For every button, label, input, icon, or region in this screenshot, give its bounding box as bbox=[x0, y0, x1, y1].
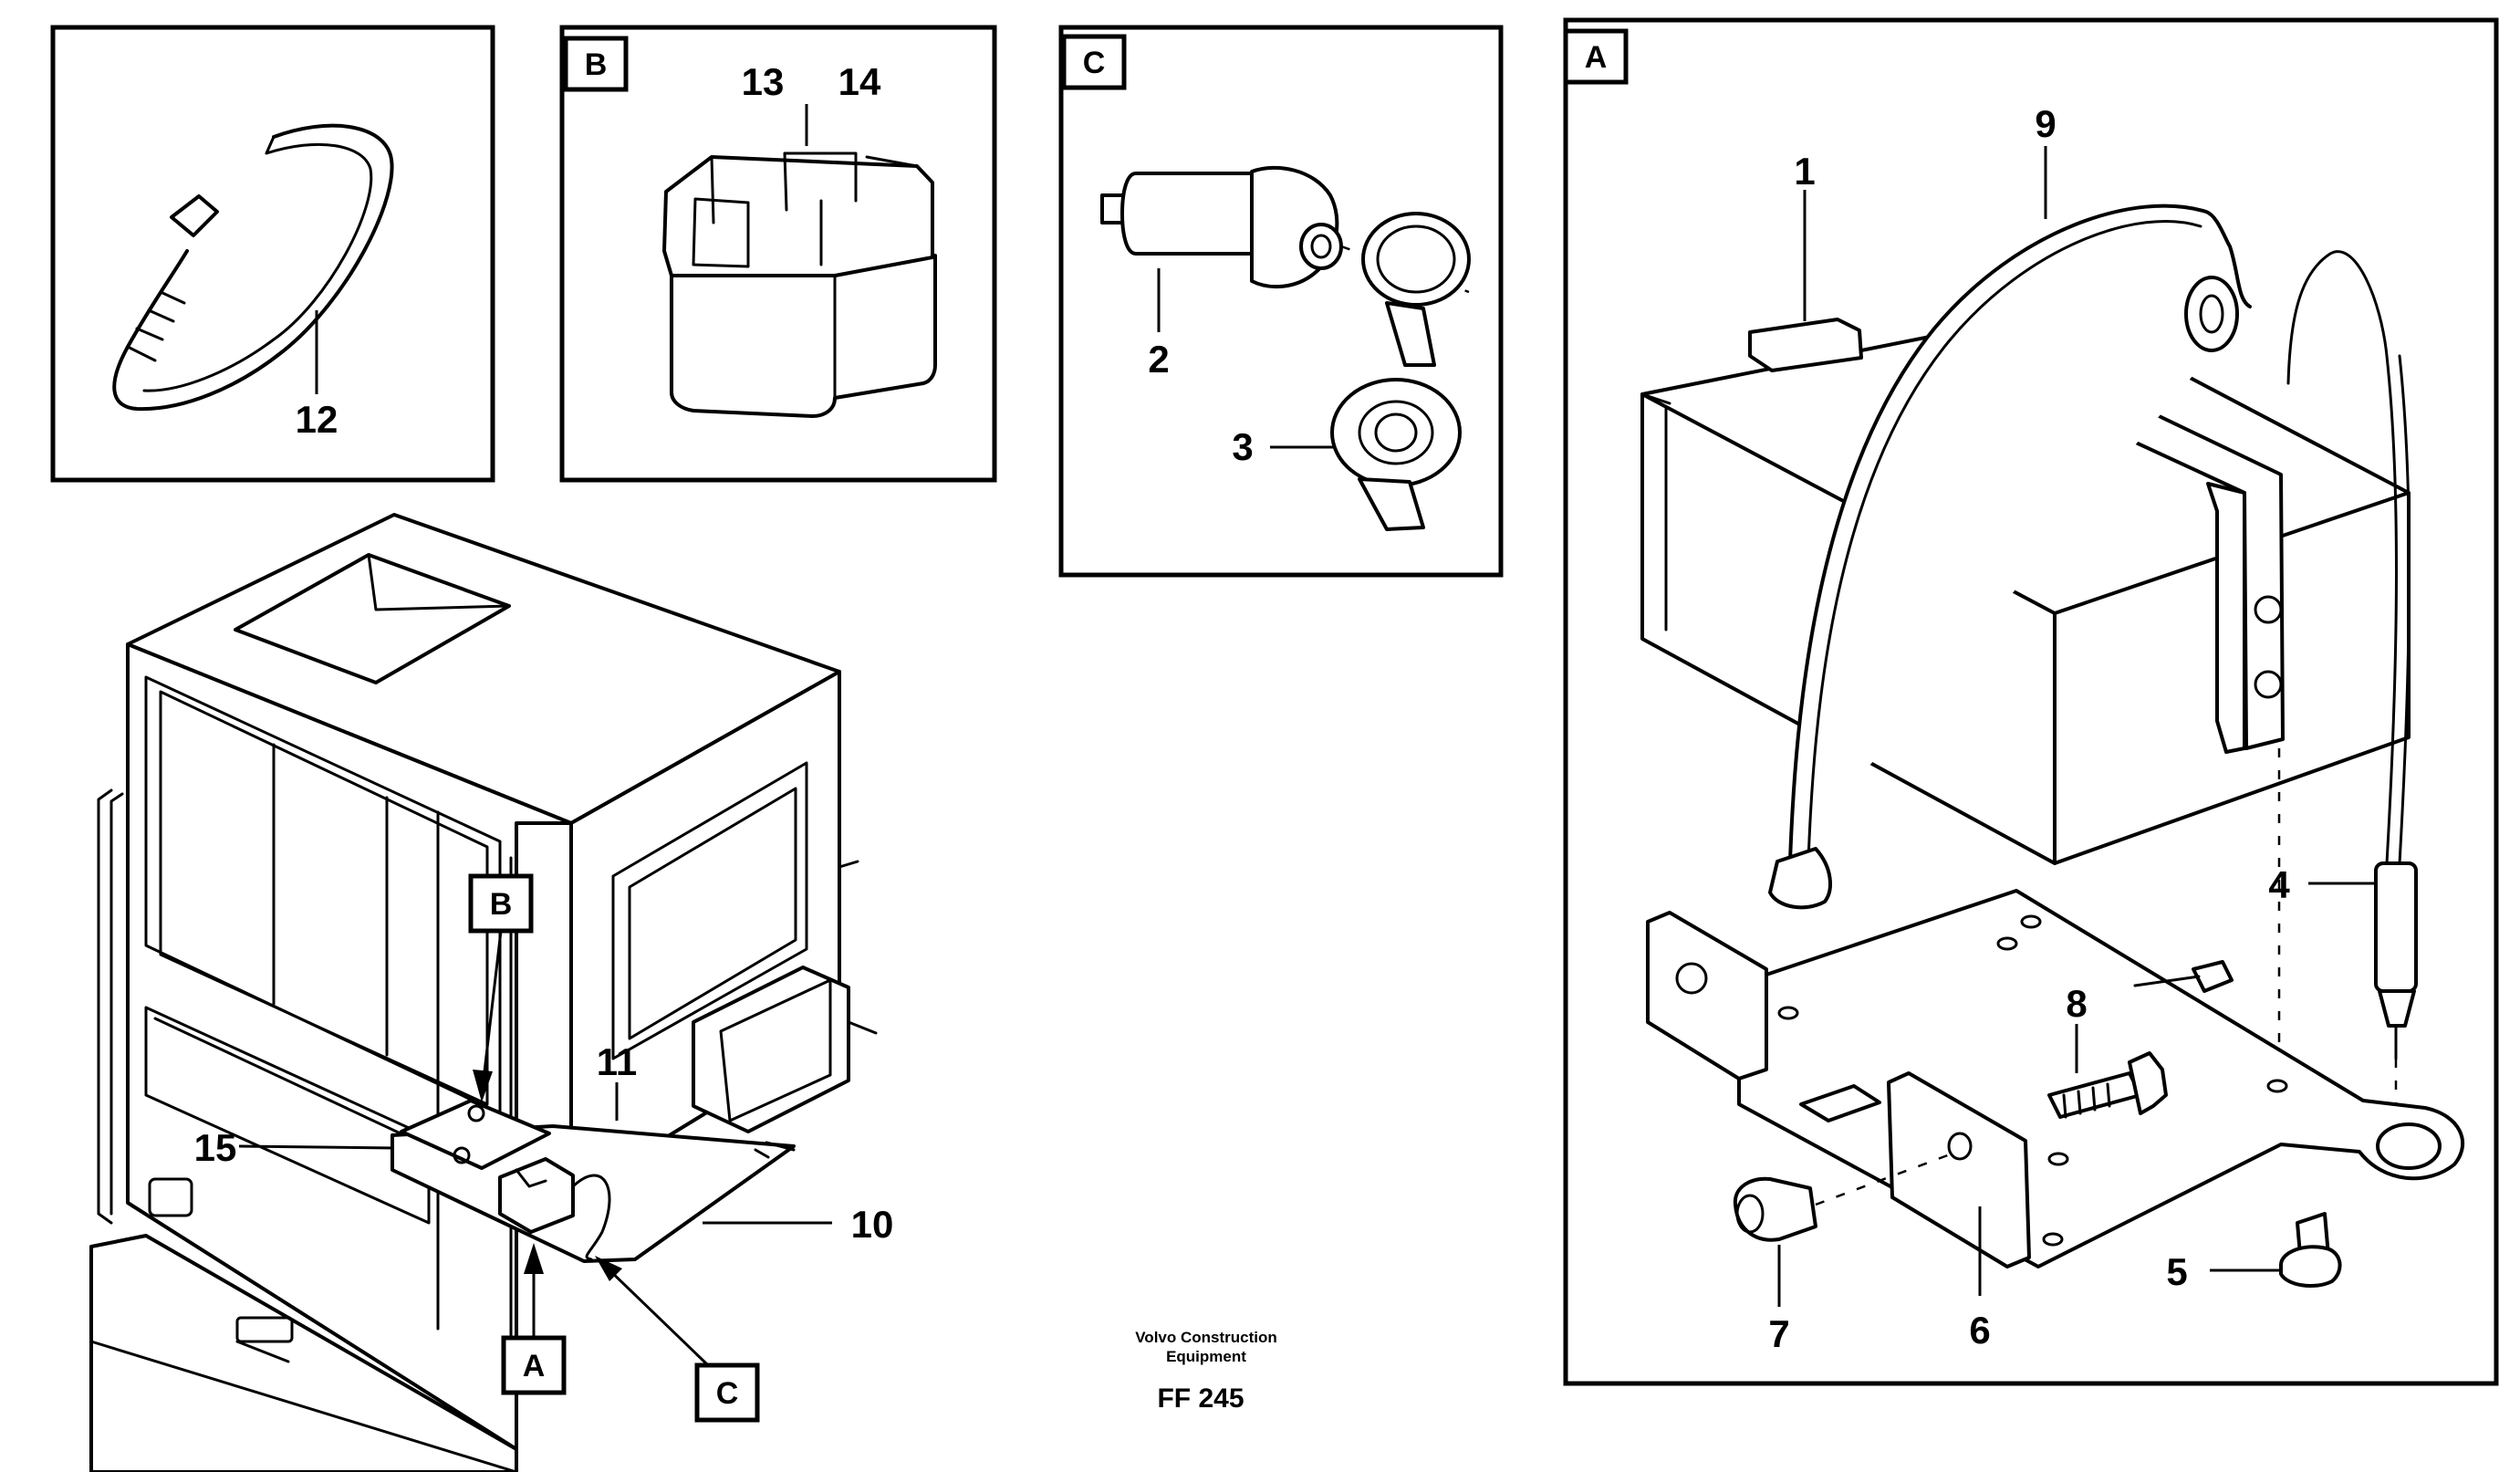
svg-text:B: B bbox=[490, 887, 513, 922]
callout-8: 8 bbox=[2066, 982, 2087, 1025]
callout-7: 7 bbox=[1768, 1312, 1789, 1355]
callout-12: 12 bbox=[296, 398, 338, 441]
credit-line-1: Volvo Construction bbox=[1135, 1329, 1277, 1346]
callout-11: 11 bbox=[597, 1040, 637, 1083]
socket-drawing bbox=[1100, 165, 1471, 531]
callout-15: 15 bbox=[194, 1126, 237, 1169]
panel-a-tag: A bbox=[1585, 40, 1608, 75]
overview-tag-c: C bbox=[595, 1256, 760, 1423]
callout-13: 13 bbox=[742, 60, 785, 103]
ground-lead-4 bbox=[2286, 250, 2418, 1186]
svg-text:A: A bbox=[523, 1349, 546, 1383]
callout-6: 6 bbox=[1969, 1309, 1990, 1352]
panel-cable-tie: 12 bbox=[50, 25, 495, 483]
cable-tie-drawing bbox=[112, 123, 394, 412]
callout-9: 9 bbox=[2035, 102, 2056, 145]
relay-drawing bbox=[662, 151, 937, 418]
cab-overview bbox=[89, 513, 878, 1472]
callout-4: 4 bbox=[2268, 863, 2290, 906]
panel-b-relay: B 13 14 bbox=[559, 25, 997, 483]
callout-2: 2 bbox=[1148, 338, 1169, 381]
callout-10: 10 bbox=[851, 1203, 894, 1246]
callout-5: 5 bbox=[2166, 1250, 2187, 1293]
mounting-bracket bbox=[1646, 889, 2464, 1268]
footer-credit: Volvo Construction Equipment FF 245 bbox=[1135, 1329, 1277, 1414]
callout-1: 1 bbox=[1794, 150, 1815, 193]
overview-tag-a: A bbox=[501, 1243, 567, 1395]
strap-cable-9 bbox=[1768, 204, 2252, 910]
overview-tag-b: B bbox=[468, 873, 534, 1102]
panel-b-tag: B bbox=[585, 47, 608, 82]
bolt-8 bbox=[2047, 1051, 2168, 1119]
callout-14: 14 bbox=[838, 60, 881, 103]
nut-7 bbox=[1733, 1152, 1953, 1242]
panel-c-tag: C bbox=[1083, 46, 1106, 80]
callout-3: 3 bbox=[1232, 425, 1253, 468]
panel-a-box-assembly: A 9 1 bbox=[1563, 17, 2499, 1386]
screw-5 bbox=[2279, 1212, 2342, 1289]
svg-text:C: C bbox=[716, 1376, 739, 1411]
credit-line-2: Equipment bbox=[1166, 1348, 1246, 1365]
panel-c-socket: C 2 3 bbox=[1058, 25, 1504, 578]
figure-code: FF 245 bbox=[1157, 1383, 1244, 1414]
